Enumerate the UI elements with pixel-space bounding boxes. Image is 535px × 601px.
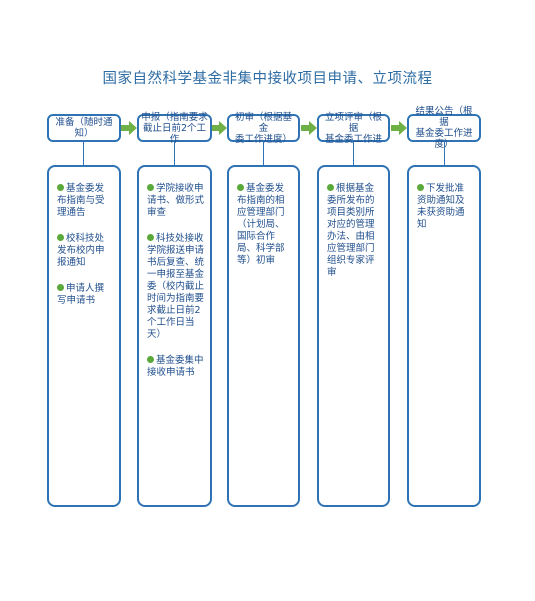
item-text: 校科技处发布校内申报通知 [57,233,105,268]
list-item: 学院接收申请书、做形式审查 [147,183,204,219]
stage-1-header-line-1: 准备（随时通知） [55,117,113,139]
item-text: 科技处接收学院报送申请书后复查、统一申报至基金委（校内截止时间为指南要求截止日前… [147,233,205,340]
bullet-dot-icon [147,234,154,241]
stage-5-detail-box: 下发批准资助通知及未获资助通知 [407,165,481,507]
diagram-title: 国家自然科学基金非集中接收项目申请、立项流程 [102,71,433,87]
stage-2-header-line-2: 截止日前2个工作 [142,122,207,145]
bullet-dot-icon [417,184,424,191]
list-item: 申请人撰写申请书 [57,283,113,307]
list-item: 下发批准资助通知及未获资助通知 [417,183,473,231]
bullet-dot-icon [147,184,154,191]
arrow-right-icon [121,121,137,135]
connector-line [263,142,264,165]
item-text: 基金委发布指南的相应管理部门（计划局、国际合作局、科学部等）初审 [237,183,285,266]
stage-3-detail-box: 基金委发布指南的相应管理部门（计划局、国际合作局、科学部等）初审 [227,165,300,507]
list-item: 科技处接收学院报送申请书后复查、统一申报至基金委（校内截止时间为指南要求截止日前… [147,233,204,341]
item-text: 下发批准资助通知及未获资助通知 [417,183,465,230]
list-item: 校科技处发布校内申报通知 [57,233,113,269]
arrow-right-icon [301,121,317,135]
list-item: 基金委集中接收申请书 [147,355,204,379]
arrow-right-icon [212,121,227,135]
arrow-right-icon [391,121,407,135]
stage-5-header-line-2: 基金委工作进度） [415,128,473,150]
stage-4-header-line-2: 基金委工作进 [324,133,382,145]
stage-2-header: 申报（指南要求 截止日前2个工作 [137,111,212,145]
list-item: 根据基金委所发布的项目类别所对应的管理办法、由相应管理部门组织专家评审 [327,183,382,279]
bullet-dot-icon [57,234,64,241]
list-item: 基金委发布指南的相应管理部门（计划局、国际合作局、科学部等）初审 [237,183,292,267]
item-text: 基金委集中接收申请书 [147,355,204,378]
bullet-dot-icon [327,184,334,191]
stage-5-header-line-1: 结果公告（根据 [415,106,473,128]
connector-line [444,142,445,165]
connector-line [83,142,84,165]
list-item: 基金委发布指南与受理通告 [57,183,113,219]
item-text: 根据基金委所发布的项目类别所对应的管理办法、由相应管理部门组织专家评审 [327,183,375,278]
item-text: 基金委发布指南与受理通告 [57,183,105,218]
stage-1-header: 准备（随时通知） [47,114,121,142]
item-text: 学院接收申请书、做形式审查 [147,183,205,218]
stage-3-header-line-1: 初审（根据基金 [234,111,292,134]
bullet-dot-icon [57,184,64,191]
item-text: 申请人撰写申请书 [57,283,105,306]
stage-4-header: 立项评审（根据 基金委工作进 [317,111,390,145]
bullet-dot-icon [147,356,154,363]
stage-2-header-line-1: 申报（指南要求 [141,111,208,123]
connector-line [353,142,354,165]
stage-3-header: 初审（根据基金 委工作进度） [227,111,300,145]
stage-2-detail-box: 学院接收申请书、做形式审查 科技处接收学院报送申请书后复查、统一申报至基金委（校… [137,165,212,507]
stage-1-detail-box: 基金委发布指南与受理通告 校科技处发布校内申报通知 申请人撰写申请书 [47,165,121,507]
stage-5-header: 结果公告（根据 基金委工作进度） [407,106,481,150]
bullet-dot-icon [57,284,64,291]
stage-4-header-line-1: 立项评审（根据 [324,111,382,134]
connector-line [174,142,175,165]
stage-4-detail-box: 根据基金委所发布的项目类别所对应的管理办法、由相应管理部门组织专家评审 [317,165,390,507]
bullet-dot-icon [237,184,244,191]
stage-3-header-line-2: 委工作进度） [234,133,292,145]
